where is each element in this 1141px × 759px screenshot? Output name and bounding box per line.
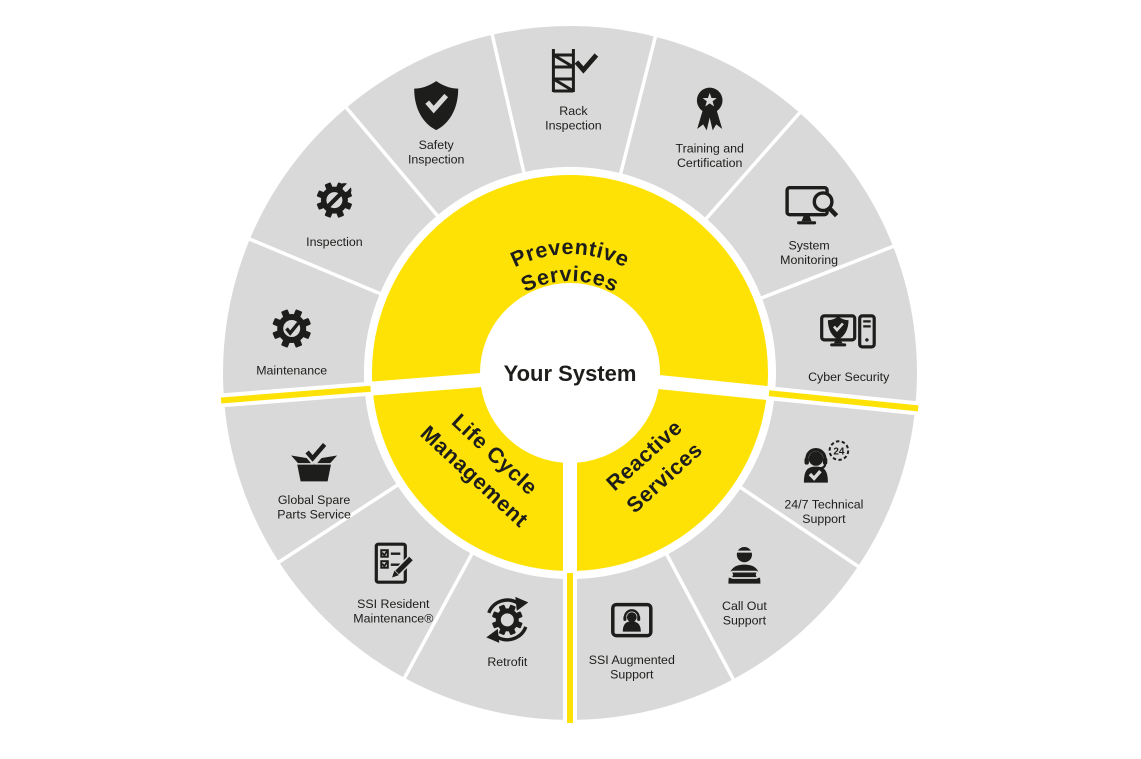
label-safety-inspection: Safety xyxy=(419,138,455,152)
shield-check-icon xyxy=(414,81,459,131)
label-24-7-technical-support: 24/7 Technical xyxy=(784,498,863,512)
award-ribbon-icon xyxy=(696,87,723,131)
label-global-spare-parts-service: Parts Service xyxy=(277,507,351,521)
badge-24: 24 xyxy=(833,446,845,457)
segment-24-7-technical-support xyxy=(741,393,916,567)
clipboard-pencil-icon xyxy=(374,542,415,584)
label-ssi-augmented-support: Support xyxy=(610,668,654,682)
label-call-out-support: Support xyxy=(723,614,767,628)
label-call-out-support: Call Out xyxy=(722,599,767,613)
box-check-icon xyxy=(287,441,342,482)
label-ssi-resident-maintenance: SSI Resident xyxy=(357,597,430,611)
label-training-and-certification: Certification xyxy=(677,156,743,170)
rack-check-icon xyxy=(551,49,599,93)
segment-ssi-augmented-support xyxy=(570,554,734,720)
gear-arrows-icon xyxy=(486,596,529,643)
label-rack-inspection: Rack xyxy=(559,104,588,118)
headset-24-icon: 24 xyxy=(803,440,850,483)
label-system-monitoring: System xyxy=(788,239,829,253)
monitor-shield-icon xyxy=(820,314,876,349)
label-rack-inspection: Inspection xyxy=(545,119,602,133)
label-system-monitoring: Monitoring xyxy=(780,253,838,267)
label-maintenance: Maintenance xyxy=(256,364,327,378)
label-cyber-security: Cyber Security xyxy=(808,370,890,384)
label-training-and-certification: Training and xyxy=(675,141,744,155)
segment-system-monitoring xyxy=(706,112,894,298)
gear-wrench-icon xyxy=(316,180,354,218)
label-global-spare-parts-service: Global Spare xyxy=(278,493,350,507)
label-ssi-resident-maintenance: Maintenance® xyxy=(353,612,433,626)
monitor-magnifier-icon xyxy=(785,185,839,225)
label-safety-inspection: Inspection xyxy=(408,153,465,167)
tablet-support-icon xyxy=(611,602,653,638)
center-label: Your System xyxy=(504,361,637,386)
gear-check-icon xyxy=(272,309,311,348)
segment-training-and-certification xyxy=(620,36,800,219)
label-24-7-technical-support: Support xyxy=(802,512,846,526)
label-inspection: Inspection xyxy=(306,235,363,249)
person-wrench-icon xyxy=(726,547,762,584)
label-retrofit: Retrofit xyxy=(487,655,527,669)
label-ssi-augmented-support: SSI Augmented xyxy=(589,653,675,667)
segment-rack-inspection xyxy=(492,26,656,174)
